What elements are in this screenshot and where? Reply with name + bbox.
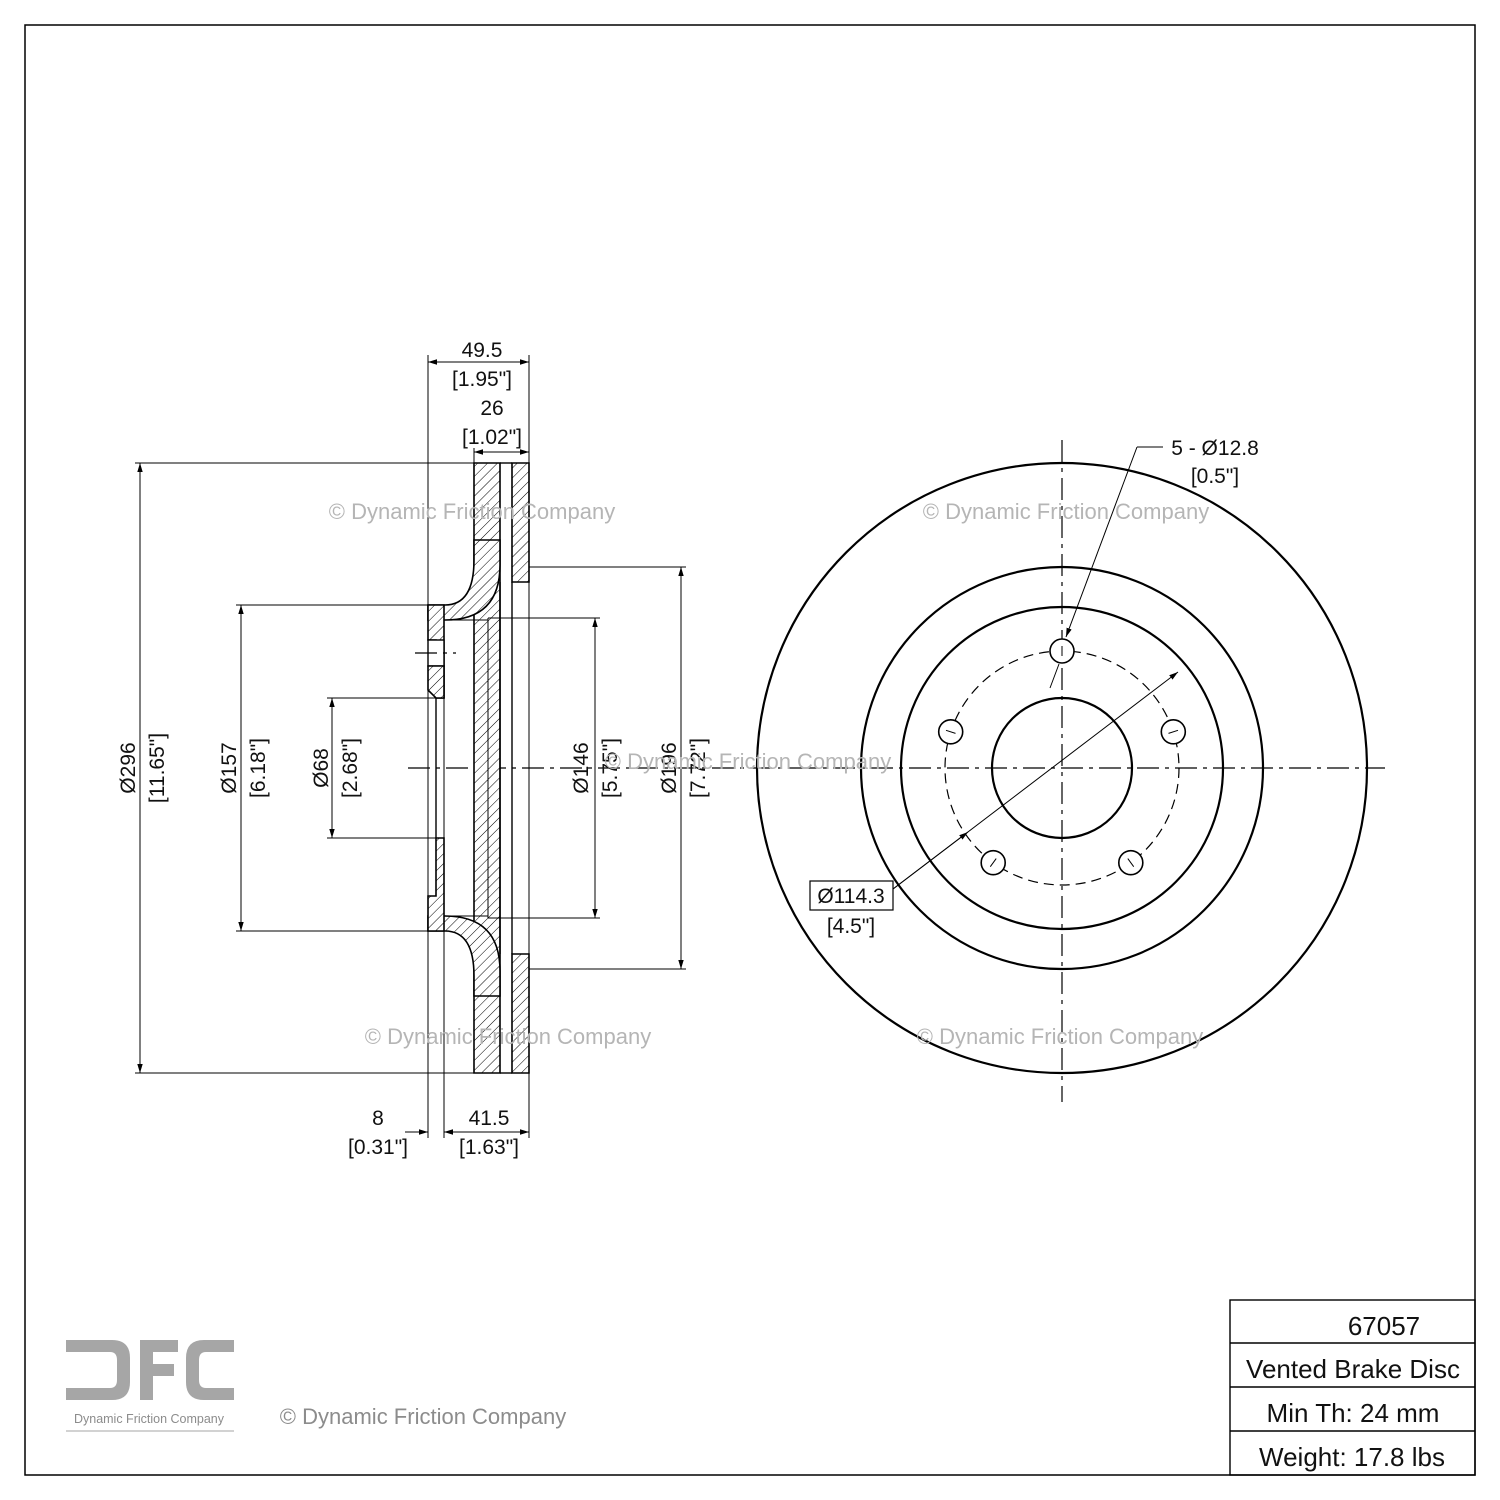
watermark: © Dynamic Friction Company (280, 1404, 566, 1429)
center-bore-mm: Ø68 (310, 748, 333, 788)
disc-thickness-mm: 26 (480, 397, 503, 420)
logo-letter-d (66, 1340, 130, 1400)
center-bore-in: [2.68"] (339, 738, 362, 798)
min-thickness: Min Th: 24 mm (1267, 1398, 1440, 1428)
part-description: Vented Brake Disc (1246, 1354, 1460, 1384)
hat-thickness-mm: 8 (372, 1107, 384, 1130)
hat-face-lower (427, 837, 445, 932)
hat-diameter-in: [6.18"] (247, 738, 270, 798)
logo-letter-c (186, 1340, 234, 1400)
bolt-hole-center-mark (945, 729, 956, 734)
overall-width-in: [1.95"] (452, 368, 512, 391)
watermark: © Dynamic Friction Company (365, 1024, 651, 1049)
inboard-plate-lower (511, 953, 530, 1074)
bolt-hole-leader-tail (1049, 663, 1060, 689)
front-view: 5 - Ø12.8 [0.5"] Ø114.3 [4.5"] (755, 437, 1385, 1102)
friction-inner-edge (859, 565, 1265, 971)
watermark: © Dynamic Friction Company (329, 499, 615, 524)
watermark: © Dynamic Friction Company (605, 749, 891, 774)
watermark: © Dynamic Friction Company (917, 1024, 1203, 1049)
hat-edge (899, 605, 1225, 931)
bolt-circle-leader-lower (892, 831, 969, 890)
overall-width-mm: 49.5 (462, 339, 503, 362)
outer-diameter-mm: Ø296 (117, 742, 140, 793)
friction-inner-mm: Ø196 (658, 742, 681, 793)
watermark: © Dynamic Friction Company (923, 499, 1209, 524)
height-in: [1.63"] (459, 1136, 519, 1159)
inner-diameter-in: [5.75"] (599, 738, 622, 798)
bolt-hole-group (937, 638, 1187, 876)
bolt-circle-box (809, 880, 894, 911)
sheet-border (24, 24, 1476, 1476)
inner-diameter-mm: Ø146 (570, 742, 593, 793)
hat-diameter-mm: Ø157 (218, 742, 241, 793)
height-mm: 41.5 (469, 1107, 510, 1130)
watermarks: © Dynamic Friction Company © Dynamic Fri… (280, 499, 1209, 1429)
center-bore (990, 696, 1134, 840)
side-section-view: 49.5 [1.95"] 26 [1.02"] Ø296 [11.65"] Ø1… (117, 339, 795, 1159)
weight: Weight: 17.8 lbs (1259, 1442, 1445, 1472)
rotor-outer-edge (755, 461, 1369, 1075)
bolt-holes-in: [0.5"] (1191, 465, 1239, 488)
bolt-circle-in: [4.5"] (827, 915, 875, 938)
disc-thickness-in: [1.02"] (462, 426, 522, 449)
part-number: 67057 (1348, 1311, 1420, 1341)
bolt-hole-center-mark (989, 858, 997, 867)
logo-name: Dynamic Friction Company (74, 1412, 225, 1426)
bolt-hole-leader (1065, 446, 1138, 638)
bolt-holes-mm: 5 - Ø12.8 (1171, 437, 1259, 460)
dfc-logo: Dynamic Friction Company (66, 1340, 234, 1432)
outer-diameter-in: [11.65"] (146, 733, 169, 803)
friction-inner-in: [7.72"] (687, 738, 710, 798)
hat-thickness-in: [0.31"] (348, 1136, 408, 1159)
bolt-hole-center-mark (1127, 858, 1135, 867)
hat-face-under-hole (427, 665, 445, 699)
title-block: 67057 Vented Brake Disc Min Th: 24 mm We… (1229, 1299, 1476, 1476)
bolt-circle-mm: Ø114.3 (817, 885, 884, 908)
bolt-hole-center-mark (1168, 729, 1179, 734)
logo-letter-f (140, 1340, 178, 1400)
